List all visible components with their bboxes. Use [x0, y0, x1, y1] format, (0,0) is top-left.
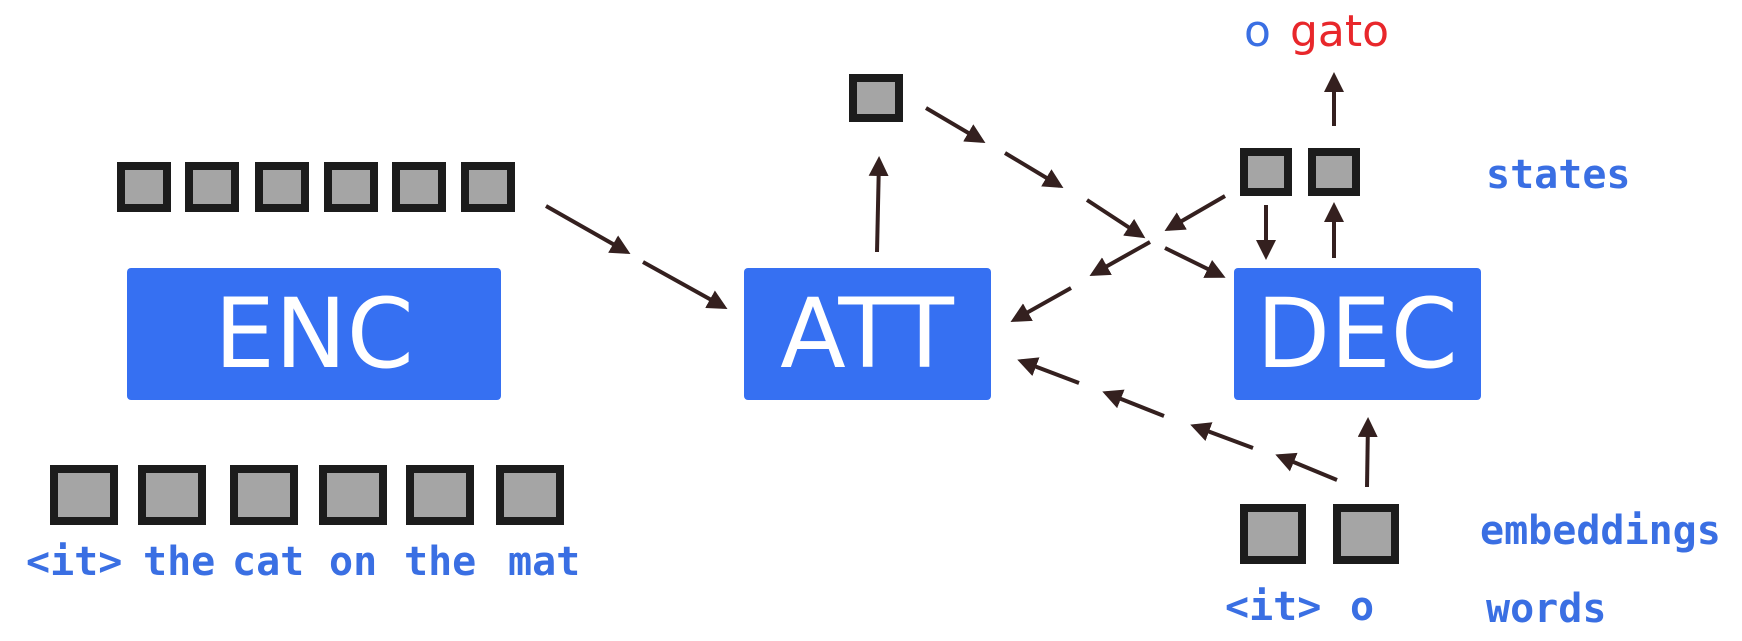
encoder-state-cell [461, 162, 515, 212]
source-embedding-cell [319, 465, 387, 525]
target-input-words: <it> o [1225, 584, 1374, 630]
attention-label: ATT [780, 278, 954, 390]
source-embeddings [50, 465, 564, 525]
source-embedding-cell [230, 465, 298, 525]
source-word: the [404, 539, 476, 585]
arrow-attention-to-context [868, 156, 889, 253]
source-word: cat [232, 539, 304, 585]
source-word: on [329, 539, 377, 585]
source-embedding-cell [138, 465, 206, 525]
embeddings-label: embeddings [1480, 508, 1721, 554]
arrow-context-to-decoder [1164, 246, 1226, 278]
decoder-state-cell [1240, 148, 1292, 196]
arrow-context-to-decoder [1003, 151, 1064, 189]
encoder-state-cell [255, 162, 309, 212]
target-embedding-cell [1333, 504, 1399, 564]
arrow-embedding-to-decoder [1357, 417, 1378, 488]
attention-block: ATT [744, 268, 991, 400]
target-input-word: <it> [1225, 584, 1321, 630]
encoder-states [117, 162, 515, 212]
output-word-highlighted: gato [1290, 6, 1389, 57]
decoder-label: DEC [1256, 278, 1458, 390]
arrow-embedding-to-attention [1190, 422, 1254, 450]
source-embedding-cell [406, 465, 474, 525]
target-input-word: o [1350, 584, 1374, 630]
arrow-decoder-state-to-attention [1089, 240, 1151, 276]
arrow-context-to-decoder [1085, 198, 1146, 239]
source-words: <it> the cat on the mat [26, 539, 580, 585]
encoder-block: ENC [127, 268, 501, 400]
source-word: the [143, 539, 215, 585]
states-label: states [1486, 152, 1631, 198]
context-vector-cell [849, 74, 903, 122]
source-word: mat [508, 539, 580, 585]
encoder-state-cell [392, 162, 446, 212]
output-word: o [1244, 6, 1271, 57]
arrows [545, 72, 1378, 488]
arrow-decoder-state-to-attention [1164, 194, 1227, 232]
arrow-embedding-to-attention [1017, 357, 1080, 385]
arrow-encoder-to-attention [545, 204, 631, 254]
arrow-encoder-to-attention [642, 260, 728, 309]
encoder-state-cell [117, 162, 171, 212]
arrow-decoder-state-to-attention [1010, 286, 1072, 322]
words-label: words [1486, 586, 1606, 632]
target-embeddings [1240, 504, 1399, 564]
encoder-state-cell [324, 162, 378, 212]
target-embedding-cell [1240, 504, 1306, 564]
arrow-embedding-to-attention [1275, 452, 1338, 482]
source-embedding-cell [50, 465, 118, 525]
decoder-block: DEC [1234, 268, 1481, 400]
encoder-state-cell [185, 162, 239, 212]
arrow-context-to-decoder [924, 106, 986, 144]
encoder-label: ENC [214, 278, 414, 390]
source-word: <it> [26, 539, 122, 585]
decoder-states [1240, 148, 1360, 196]
decoder-state-cell [1308, 148, 1360, 196]
source-embedding-cell [496, 465, 564, 525]
arrow-embedding-to-attention [1102, 389, 1165, 418]
